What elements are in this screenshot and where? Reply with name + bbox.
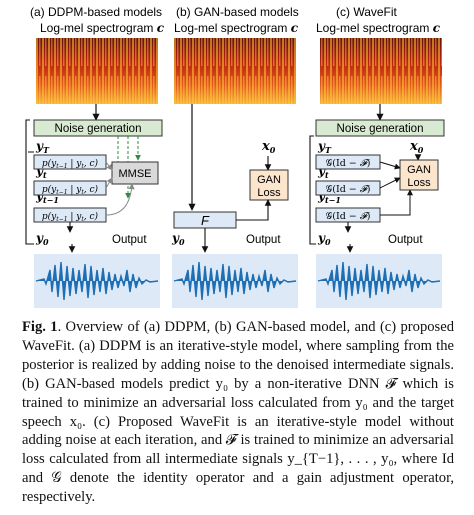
panel-c-noise-generation-box <box>315 119 445 137</box>
panel-c-spectrogram-label: Log-mel spectrogram c <box>316 21 441 35</box>
svg-text:𝒢(Id − 𝓕): 𝒢(Id − 𝓕) <box>325 211 370 222</box>
panel-b-title: (b) GAN-based models <box>176 5 299 19</box>
overview-figure: (a) DDPM-based models Log-mel spectrogra… <box>25 5 445 308</box>
svg-text:p(yt−1 | yt, c): p(yt−1 | yt, c) <box>42 158 99 170</box>
panel-c-output-label: Output <box>388 234 423 246</box>
figure-caption: Fig. 1. Overview of (a) DDPM, (b) GAN-ba… <box>22 318 454 507</box>
panel-c-noise-generation-label: Noise generation <box>337 123 424 135</box>
panel-c: (c) WaveFit Log-mel spectrogram c Noise … <box>309 5 445 308</box>
panel-c-target-symbol: x0 <box>409 139 424 155</box>
svg-text:p(yt−1 | yt, c): p(yt−1 | yt, c) <box>42 211 99 223</box>
panel-a: (a) DDPM-based models Log-mel spectrogra… <box>25 5 165 308</box>
panel-b-state-y0: y0 <box>171 231 185 247</box>
panel-a-mmse-box <box>111 161 159 185</box>
panel-b-loss-label: Loss <box>257 187 281 199</box>
panel-c-state-yT: yT <box>317 139 332 155</box>
panel-a-noise-generation-box <box>33 119 163 137</box>
panel-a-state-yT: yT <box>35 139 50 155</box>
panel-a-spectrogram-label: Log-mel spectrogram c <box>40 21 165 35</box>
panel-b-gan-loss-box <box>249 169 289 201</box>
panel-a-state-y0: y0 <box>35 231 49 247</box>
caption-label: Fig. 1 <box>22 319 58 335</box>
panel-a-state-yt: yt <box>35 164 47 180</box>
svg-text:𝒢(Id − 𝓕): 𝒢(Id − 𝓕) <box>325 184 370 195</box>
panel-c-waveform <box>316 254 442 308</box>
panel-b-output-label: Output <box>246 234 281 246</box>
panel-b-waveform <box>172 254 298 308</box>
panel-b-gan-label: GAN <box>257 174 281 186</box>
svg-text:𝒢(Id − 𝓕): 𝒢(Id − 𝓕) <box>325 158 370 169</box>
panel-c-gan-label: GAN <box>407 164 431 176</box>
caption-text: . Overview of (a) DDPM, (b) GAN-based mo… <box>22 319 454 506</box>
panel-b-spectrogram <box>174 38 296 104</box>
panel-a-noise-generation-label: Noise generation <box>55 123 142 135</box>
panel-a-waveform <box>34 254 160 308</box>
panel-c-loss-label: Loss <box>407 177 431 189</box>
panel-b-target-symbol: x0 <box>261 139 276 155</box>
panel-a-spectrogram <box>36 38 158 104</box>
panel-b: (b) GAN-based models Log-mel spectrogram… <box>171 5 299 308</box>
panel-c-gan-loss-box <box>399 159 439 191</box>
panel-c-title: (c) WaveFit <box>336 5 398 19</box>
panel-a-title: (a) DDPM-based models <box>30 5 162 19</box>
panel-b-spectrogram-label: Log-mel spectrogram c <box>174 21 299 35</box>
panel-a-mmse-label: MMSE <box>119 168 152 180</box>
panel-c-state-yt: yt <box>317 164 329 180</box>
panel-b-model-symbol: F <box>201 213 210 228</box>
panel-c-spectrogram <box>320 38 442 104</box>
panel-c-state-y0: y0 <box>317 231 331 247</box>
panel-a-output-label: Output <box>112 234 147 246</box>
svg-text:p(yt−1 | yt, c): p(yt−1 | yt, c) <box>42 184 99 196</box>
